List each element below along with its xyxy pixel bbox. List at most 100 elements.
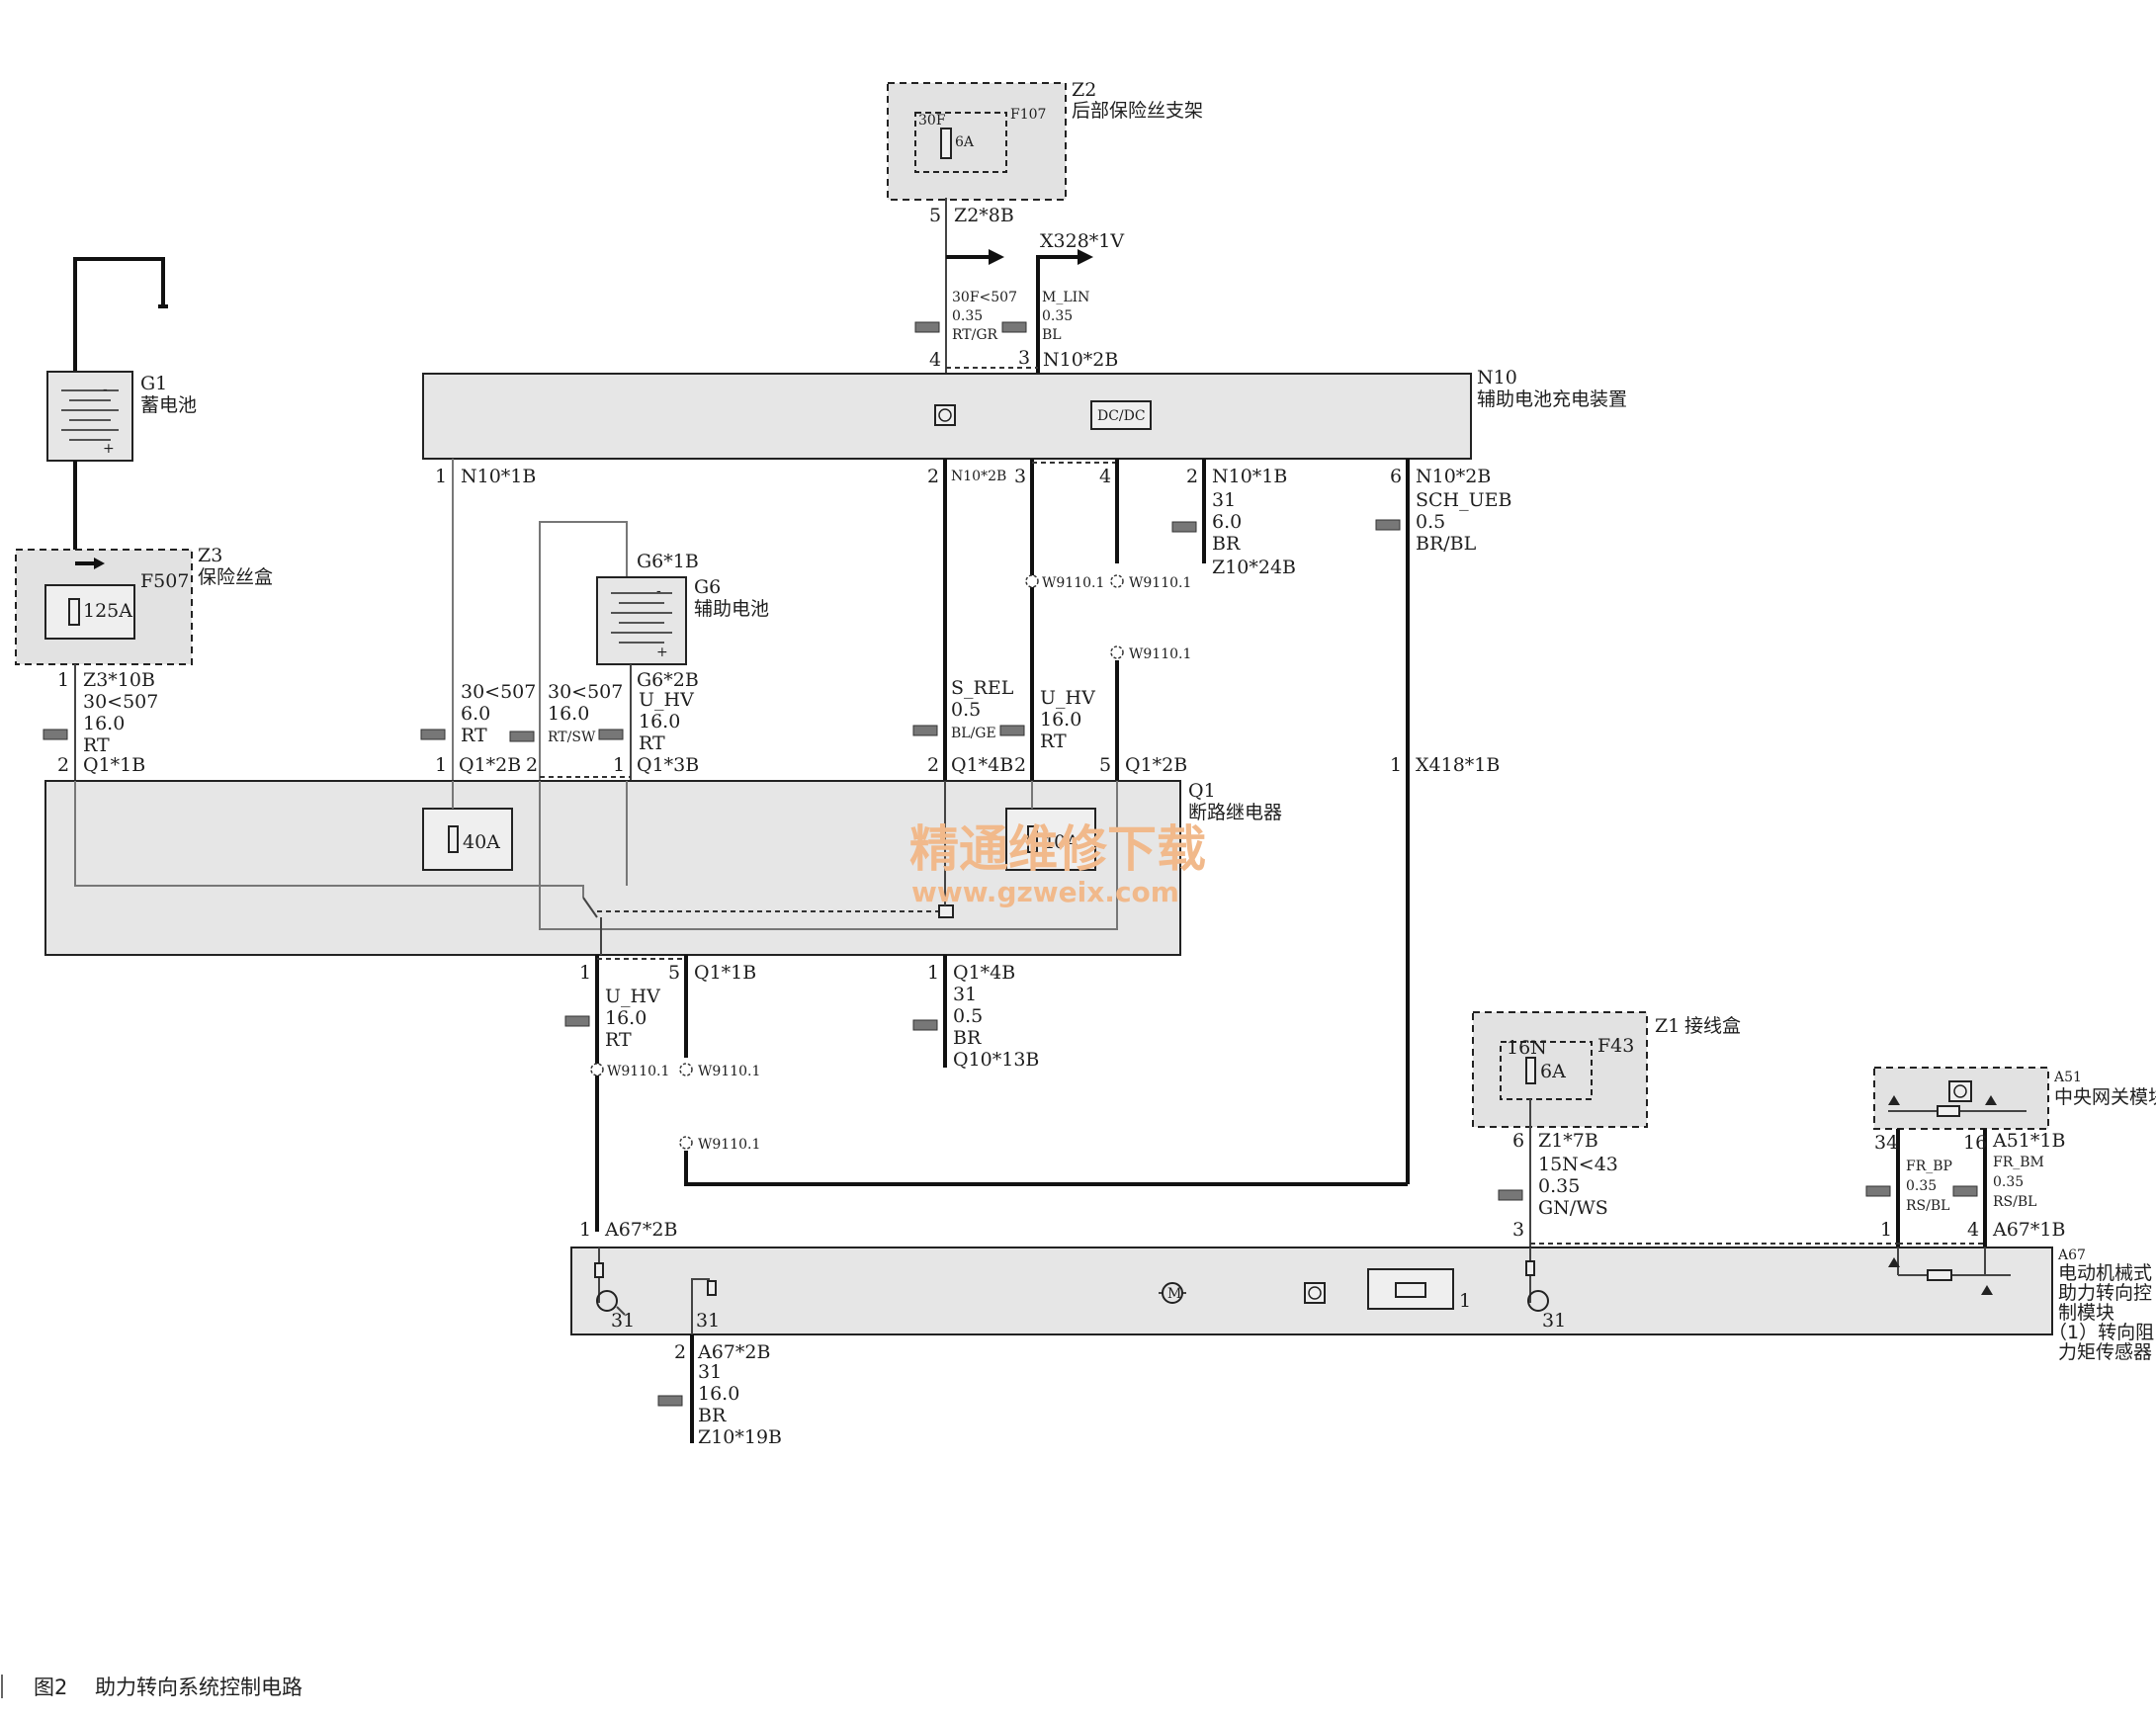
z2-id: Z2: [1072, 79, 1096, 101]
q1-name: 断路继电器: [1188, 802, 1282, 823]
svg-text:+: +: [103, 441, 115, 457]
g6-2b-connector: G6*2B: [637, 669, 699, 691]
z1-fuse-rating: 6A: [1540, 1061, 1566, 1082]
q1-breaker-relay: 40A 40A: [44, 780, 1181, 956]
q1-4b-pin-2a: 2: [927, 754, 939, 776]
q1-2b-pin-1: 1: [435, 754, 447, 776]
a67-eps-module: 31 31 M 1 31: [570, 1247, 2053, 1335]
svg-text:RT/SW: RT/SW: [548, 730, 596, 745]
control-unit-icon: [934, 404, 956, 426]
wire-label-frbm: FR_BM 0.35 RS/BL: [1993, 1155, 2044, 1210]
svg-text:0.35: 0.35: [1538, 1175, 1580, 1197]
splice-icon: [1110, 645, 1124, 659]
svg-text:电动机械式: 电动机械式: [2058, 1262, 2152, 1284]
z3-fuse-rating: 125A: [83, 600, 132, 622]
wire-label-srel: S_REL 0.5 BL/GE: [951, 677, 1014, 741]
wire-label-30f: 30F<507 0.35 RT/GR: [952, 290, 1017, 343]
z2-fuse-label: F107: [1010, 107, 1046, 123]
a67-note-pin: 1: [1459, 1290, 1471, 1312]
arrow-right-icon: [94, 558, 105, 569]
wire-color-swatch: [509, 731, 535, 742]
svg-text:BR: BR: [1212, 533, 1241, 555]
motor-icon: M: [1167, 1286, 1181, 1302]
svg-text:RT: RT: [605, 1029, 632, 1051]
n10-2b-mid-connector: N10*2B: [951, 469, 1006, 484]
q1-3b-pin-1: 1: [613, 754, 625, 776]
g1-battery: - +: [46, 371, 133, 462]
wire-color-swatch: [564, 1015, 590, 1027]
svg-text:0.35: 0.35: [1042, 308, 1073, 324]
svg-text:0.35: 0.35: [1906, 1178, 1937, 1194]
svg-text:BR: BR: [698, 1405, 727, 1426]
svg-text:RS/BL: RS/BL: [1993, 1194, 2036, 1210]
fuse-40a-icon: [1027, 825, 1038, 853]
q1-2b-pin-5: 5: [1099, 754, 1111, 776]
svg-text:0.5: 0.5: [953, 1005, 983, 1027]
z3-fuse-label: F507: [140, 570, 189, 592]
q1-4b-top-connector: Q1*4B: [951, 754, 1013, 776]
battery-cable: [73, 257, 165, 465]
n10-pin-3: 3: [1018, 347, 1030, 369]
svg-text:30<507: 30<507: [461, 681, 536, 703]
z3-fuse-box: 125A F507: [15, 549, 193, 665]
svg-text:0.35: 0.35: [1993, 1174, 2024, 1190]
wire-sch-return: [684, 1151, 1408, 1186]
svg-text:RT: RT: [1040, 731, 1067, 752]
z1-id: Z1: [1655, 1015, 1680, 1037]
svg-text:30<507: 30<507: [548, 681, 623, 703]
n10-2b-right-connector: N10*2B: [1416, 466, 1491, 487]
dcdc-block: [1090, 400, 1152, 430]
svg-text:16.0: 16.0: [548, 703, 589, 725]
svg-text:BR/BL: BR/BL: [1416, 533, 1477, 555]
wire-color-swatch: [999, 725, 1025, 736]
n10-pin-4b: 4: [1099, 466, 1111, 487]
wire-color-swatch: [1001, 321, 1027, 333]
a67-2b-bottom-pin-2: 2: [674, 1341, 686, 1363]
z1-junction-box: 16N F43 6A: [1472, 1011, 1648, 1128]
svg-text:16.0: 16.0: [698, 1383, 739, 1405]
fuse-f43-icon: [1525, 1057, 1536, 1084]
a67-2b-bottom-connector: A67*2B: [697, 1341, 770, 1363]
z1-terminal-label: 16N: [1507, 1037, 1547, 1059]
z1-fuse-label: F43: [1597, 1035, 1634, 1057]
wire-label-q1-16: 30<507 16.0 RT/SW: [548, 681, 623, 745]
control-unit-icon: [1304, 1282, 1326, 1304]
z10-24b-connector: Z10*24B: [1212, 557, 1296, 578]
svg-text:U_HV: U_HV: [639, 689, 694, 711]
torque-sensor-icon: [1395, 1282, 1426, 1298]
wire-color-swatch: [1498, 1189, 1523, 1201]
z2-fuse-rating: 6A: [955, 134, 975, 150]
g6-aux-battery: - +: [596, 576, 687, 665]
figure-title: 助力转向系统控制电路: [95, 1676, 302, 1699]
a67-1b-connector: A67*1B: [1992, 1219, 2065, 1241]
q1-1b-top-connector: Q1*1B: [83, 754, 145, 776]
n10-1b-left-connector: N10*1B: [461, 466, 536, 487]
arrow-right-icon: [1078, 249, 1093, 265]
wire-label-uhv-bot: U_HV 16.0 RT: [605, 986, 660, 1051]
control-unit-icon: [938, 408, 952, 422]
n10-pin-2: 2: [927, 466, 939, 487]
svg-text:31: 31: [953, 984, 977, 1005]
svg-text:S_REL: S_REL: [951, 677, 1014, 699]
z1-7b-connector: Z1*7B: [1538, 1130, 1598, 1152]
svg-text:（1）转向阻: （1）转向阻: [2048, 1322, 2154, 1343]
svg-text:+: +: [656, 645, 668, 660]
svg-text:M_LIN: M_LIN: [1042, 290, 1089, 305]
svg-text:16.0: 16.0: [605, 1007, 647, 1029]
svg-text:RT: RT: [461, 725, 487, 746]
wire-color-swatch: [1865, 1185, 1891, 1197]
svg-text:6.0: 6.0: [461, 703, 490, 725]
fuse-f107-icon: [940, 128, 952, 159]
splice-icon: [590, 1063, 604, 1076]
splice-label: W9110.1: [1129, 646, 1191, 662]
n10-charger-box: DC/DC: [422, 373, 1472, 460]
g1-name: 蓄电池: [140, 394, 197, 416]
svg-text:U_HV: U_HV: [1040, 687, 1095, 709]
wire-label-uhv-mid: U_HV 16.0 RT: [1040, 687, 1095, 752]
arrow-right-icon: [989, 249, 1004, 265]
a51-gateway-module: [1873, 1067, 2049, 1130]
a51-1b-connector: A51*1B: [1992, 1130, 2065, 1152]
splice-label: W9110.1: [1042, 575, 1104, 591]
a67-pin-3: 3: [1512, 1219, 1524, 1241]
